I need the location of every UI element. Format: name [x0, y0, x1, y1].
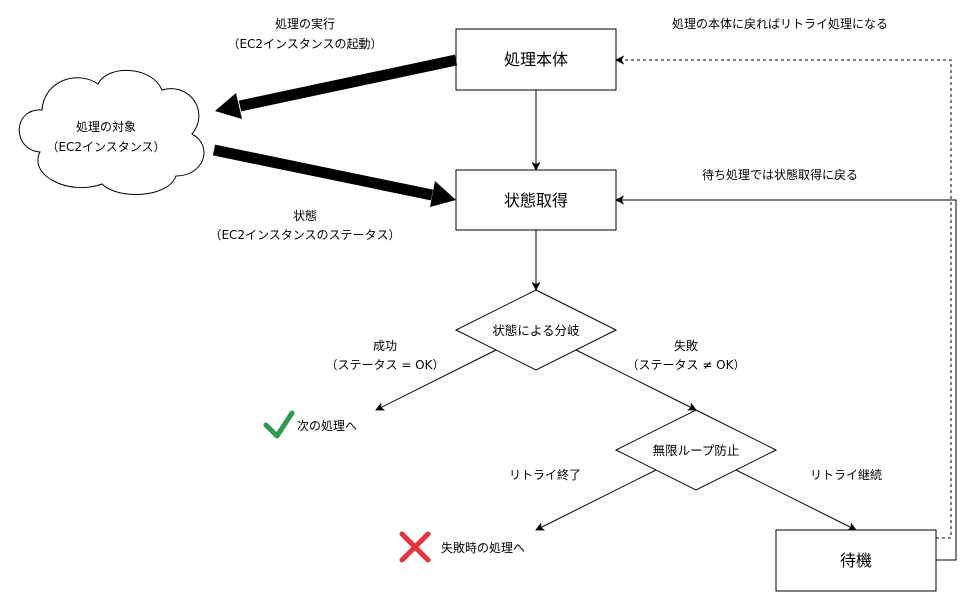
dashed-arrow-wait-to-main — [615, 55, 952, 539]
target-label-line2: （EC2インスタンス） — [46, 140, 165, 154]
check-icon — [263, 410, 295, 439]
status-label-line2: （EC2インスタンスのステータス） — [209, 228, 400, 242]
back-to-main-label: 処理の本体に戻ればリトライ処理になる — [672, 17, 888, 31]
cross-icon — [399, 531, 431, 563]
main-process-label: 処理本体 — [504, 50, 568, 69]
branch-label: 状態による分岐 — [492, 323, 580, 338]
success-label-line1: 成功 — [373, 339, 397, 353]
fail-label-line1: 失敗 — [674, 338, 698, 353]
arrow-wait-to-status — [615, 195, 957, 561]
retry-end-label: リトライ終了 — [509, 467, 581, 482]
failure-process-item: 失敗時の処理へ — [399, 531, 525, 563]
get-status-box: 状態取得 — [455, 169, 617, 231]
failure-process-label: 失敗時の処理へ — [441, 540, 525, 555]
wait-label: 待機 — [840, 551, 872, 570]
wait-box: 待機 — [775, 529, 937, 592]
next-process-item: 次の処理へ — [263, 410, 357, 439]
get-status-label: 状態取得 — [504, 191, 568, 210]
fail-label-line2: （ステータス ≠ OK） — [627, 358, 746, 372]
main-process-box: 処理本体 — [455, 28, 617, 91]
loop-guard-label: 無限ループ防止 — [653, 443, 740, 458]
execute-label-line2: （EC2インスタンスの起動） — [227, 37, 382, 51]
back-to-status-label: 待ち処理では状態取得に戻る — [702, 167, 858, 182]
execute-label-line1: 処理の実行 — [275, 16, 335, 31]
success-label-line2: （ステータス = OK） — [326, 358, 445, 372]
arrow-branch-to-next — [375, 349, 497, 411]
next-process-label: 次の処理へ — [297, 419, 357, 433]
status-label-line1: 状態 — [293, 208, 317, 223]
execute-thick-arrow — [215, 54, 458, 119]
target-label-line1: 処理の対象 — [76, 120, 136, 134]
retry-continue-label: リトライ継続 — [810, 467, 882, 482]
status-thick-arrow — [212, 144, 456, 207]
target-cloud: 処理の対象 （EC2インスタンス） — [18, 70, 205, 195]
arrow-guard-to-wait — [735, 469, 857, 531]
arrow-guard-to-failure — [535, 469, 657, 531]
arrow-branch-to-guard — [575, 349, 697, 411]
